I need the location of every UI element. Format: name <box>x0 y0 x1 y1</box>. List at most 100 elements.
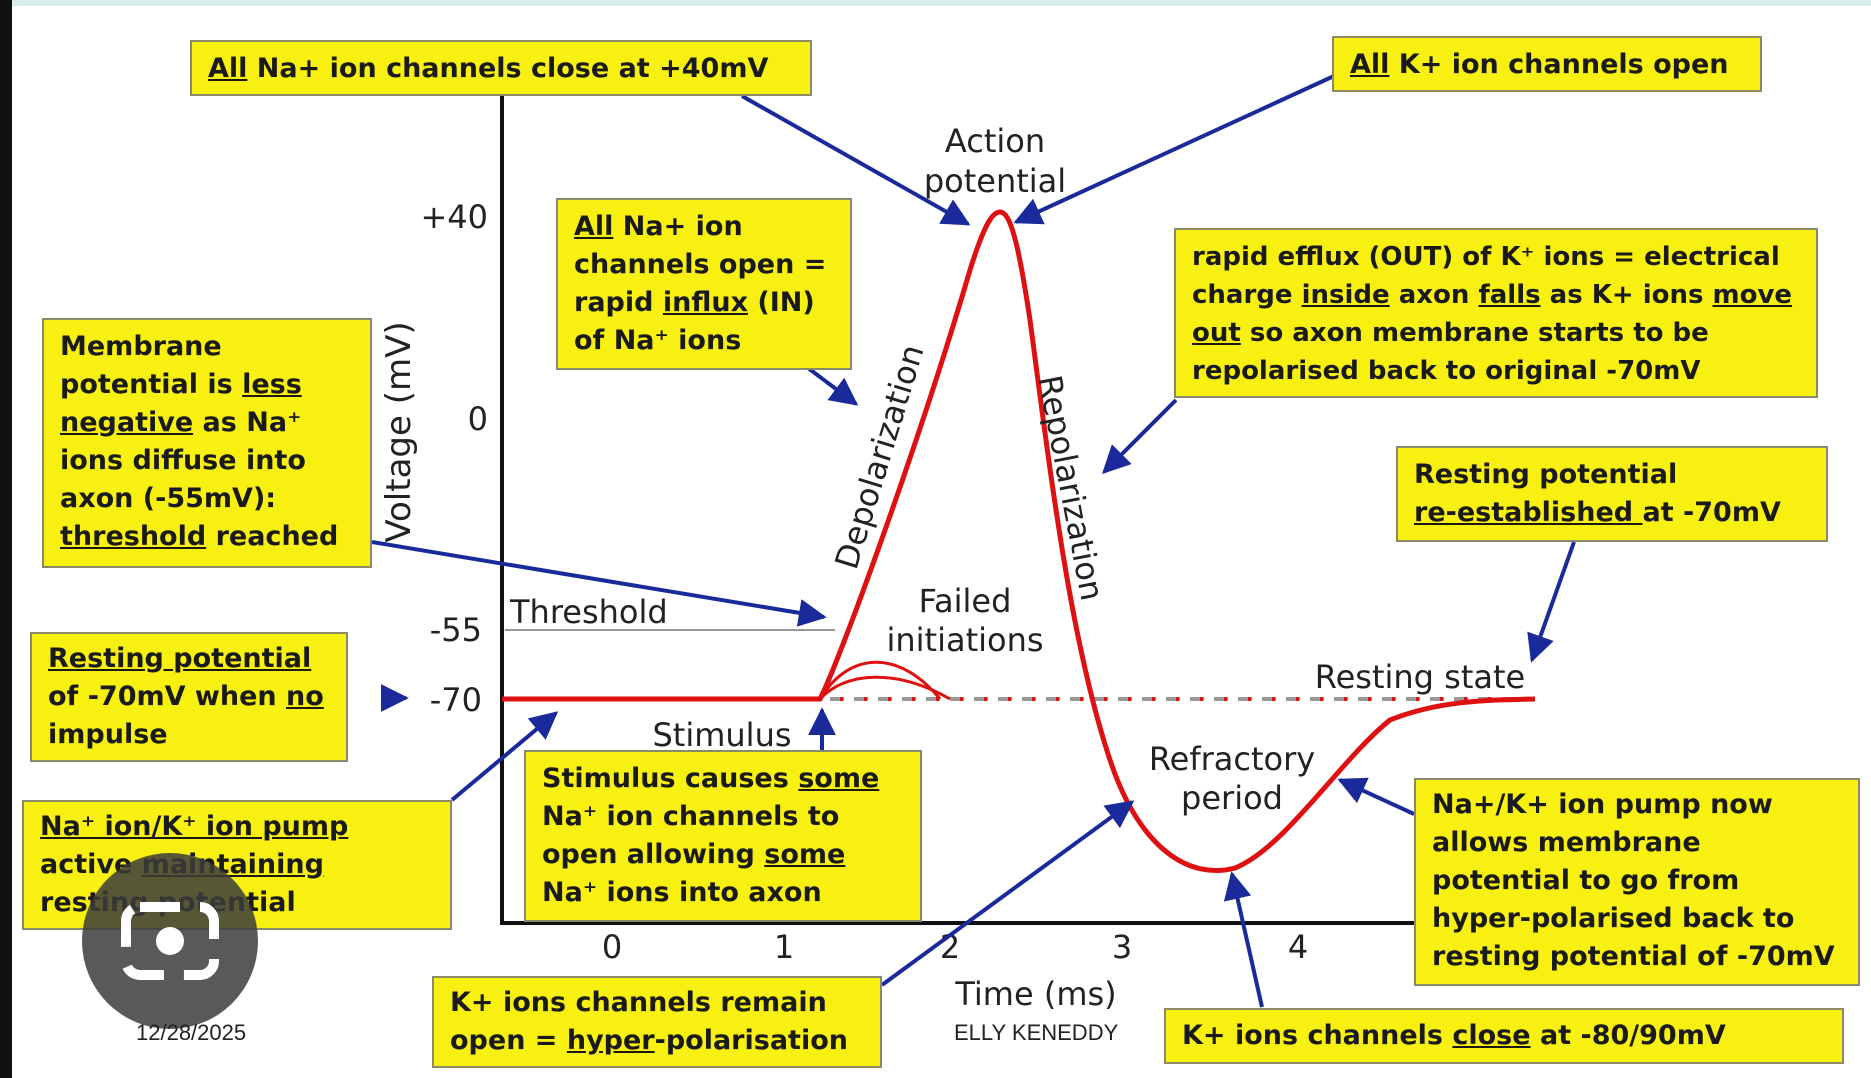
x-tick-label: 3 <box>1112 928 1132 966</box>
na-channels-open-box: All Na+ ion channels open = rapid influx… <box>556 198 852 370</box>
pointer-arrow <box>741 94 971 226</box>
k-efflux-box: rapid efflux (OUT) of K⁺ ions = electric… <box>1174 228 1818 398</box>
x-tick-label: 0 <box>602 928 622 966</box>
box-text: open allowing <box>542 839 765 870</box>
box-text: negative <box>60 407 194 438</box>
box-text: some <box>764 839 846 870</box>
refractory-period-label: Refractory <box>1149 740 1315 778</box>
box-text: Na+ ion channels close at +40mV <box>247 53 769 84</box>
box-text: impulse <box>48 719 168 750</box>
box-text: (IN) <box>748 287 815 318</box>
box-text: of Na⁺ ions <box>574 325 742 356</box>
box-text: Na⁺ ion channels to <box>542 801 840 832</box>
box-text: some <box>798 763 880 794</box>
pointer-arrow <box>880 800 1135 987</box>
box-text: Na+/K+ ion pump now <box>1432 789 1773 820</box>
box-text: allows membrane <box>1432 827 1701 858</box>
pointer-arrow <box>806 366 859 406</box>
box-text: potential to go from <box>1432 865 1740 896</box>
action-potential-label: Action <box>945 122 1045 160</box>
box-text: ions diffuse into <box>60 445 306 476</box>
box-text: repolarised back to original -70mV <box>1192 356 1701 386</box>
box-text: rapid efflux (OUT) of K⁺ ions = electric… <box>1192 242 1780 272</box>
box-text: of -70mV when <box>48 681 287 712</box>
box-text: Resting potential <box>1414 459 1678 490</box>
y-tick-label: -55 <box>430 611 482 649</box>
resting-state-label: Resting state <box>1315 658 1525 696</box>
box-text: as Na⁺ <box>193 407 302 438</box>
pointer-arrow <box>1223 871 1264 1008</box>
failed-initiation-curve-2 <box>818 675 951 701</box>
failed-initiation-curve-1 <box>818 660 942 700</box>
box-text: resting potential of -70mV <box>1432 941 1835 972</box>
box-text: move <box>1712 280 1793 310</box>
left-border <box>0 0 12 1078</box>
box-text: at -70mV <box>1642 497 1781 528</box>
pointer-arrow <box>1337 777 1415 816</box>
k-channels-open-box: All K+ ion channels open <box>1332 36 1762 92</box>
pointer-arrow <box>1013 74 1335 225</box>
pointer-arrow <box>1527 541 1576 663</box>
box-text: at -80/90mV <box>1530 1020 1726 1051</box>
membrane-potential-box: Membrane potential is less negative as N… <box>42 318 372 568</box>
k-remain-open-box: K+ ions channels remain open = hyper-pol… <box>432 976 882 1068</box>
pointer-arrow <box>450 711 559 802</box>
box-text: All <box>1350 49 1390 80</box>
box-text: Membrane <box>60 331 222 362</box>
box-text: Na+ ion <box>613 211 743 242</box>
box-text: open = <box>450 1025 567 1056</box>
threshold-label: Threshold <box>509 593 668 631</box>
box-text: All <box>574 211 614 242</box>
top-strip <box>12 0 1871 6</box>
camera-lens-icon[interactable] <box>82 853 258 1029</box>
k-channels-close-box: K+ ions channels close at -80/90mV <box>1164 1008 1844 1064</box>
y-axis-title: Voltage (mV) <box>379 321 419 542</box>
y-tick-label: -70 <box>430 681 482 719</box>
box-text: reached <box>206 521 339 552</box>
resting-reestablished-box: Resting potential re-established at -70m… <box>1396 446 1828 542</box>
box-text: Resting potential <box>48 643 312 674</box>
refractory-period-label: period <box>1181 779 1283 817</box>
pointer-arrow <box>1102 398 1178 474</box>
box-text: Stimulus causes <box>542 763 799 794</box>
failed-initiations-label: Failed <box>919 582 1012 620</box>
action-potential-curve <box>502 209 1536 874</box>
y-tick-label: 0 <box>468 400 488 438</box>
x-tick-label: 1 <box>774 928 794 966</box>
y-tick-label: +40 <box>420 198 488 236</box>
box-text: axon (-55mV): <box>60 483 277 514</box>
box-text: no <box>286 681 324 712</box>
failed-initiations-label: initiations <box>886 621 1043 659</box>
box-text: rapid <box>574 287 663 318</box>
box-text: axon <box>1389 280 1479 310</box>
pointer-arrow <box>371 540 827 627</box>
pump-now-box: Na+/K+ ion pump now allows membrane pote… <box>1414 778 1860 986</box>
box-text: out <box>1192 318 1241 348</box>
box-text: Na⁺ ions into axon <box>542 877 822 908</box>
box-text: close <box>1452 1020 1531 1051</box>
box-text: so axon membrane starts to be <box>1240 318 1709 348</box>
stimulus-box: Stimulus causes some Na⁺ ion channels to… <box>524 750 922 922</box>
action-potential-label: potential <box>924 162 1066 200</box>
x-tick-label: 4 <box>1288 928 1308 966</box>
box-text: threshold <box>60 521 207 552</box>
box-text: K+ ions channels remain <box>450 987 827 1018</box>
resting-potential-box: Resting potential of -70mV when no impul… <box>30 632 348 762</box>
x-axis-title: Time (ms) <box>954 975 1116 1013</box>
box-text: less <box>242 369 302 400</box>
box-text: K+ ions channels <box>1182 1020 1453 1051</box>
box-text: Na⁺ ion/K⁺ ion pump <box>40 811 349 842</box>
box-text: All <box>208 53 248 84</box>
box-text: as K+ ions <box>1540 280 1713 310</box>
box-text: -polarisation <box>654 1025 848 1056</box>
box-text: falls <box>1478 280 1541 310</box>
na-channels-close-box: All Na+ ion channels close at +40mV <box>190 40 812 96</box>
camera-lens-glyph <box>121 902 219 980</box>
box-text: inside <box>1301 280 1390 310</box>
box-text: re-established <box>1414 497 1643 528</box>
box-text: hyper-polarised back to <box>1432 903 1795 934</box>
box-text: K+ ion channels open <box>1389 49 1729 80</box>
box-text: hyper <box>566 1025 655 1056</box>
